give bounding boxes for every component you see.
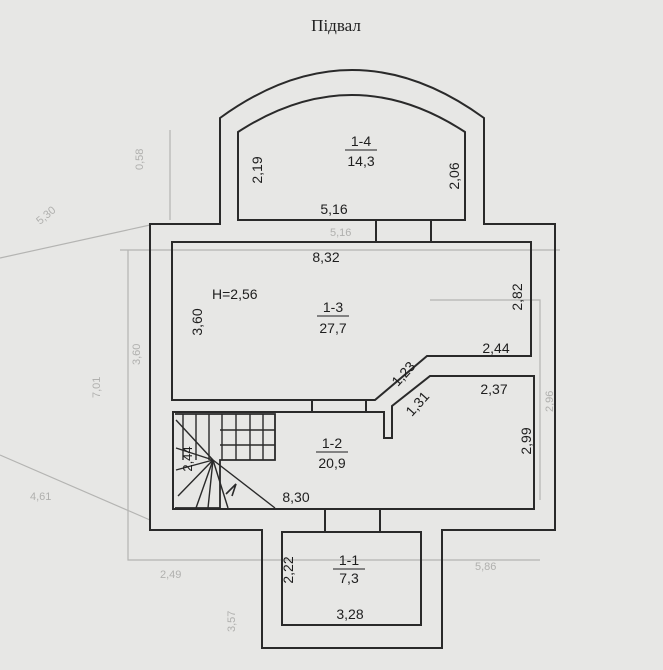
dimension-labels: 5,16 2,19 2,06 8,32 3,60 2,82 2,44 1,23 … [180,156,534,622]
ceiling-height-note: H=2,56 [212,286,258,302]
room-area-1-1: 7,3 [339,570,359,586]
room-area-1-3: 27,7 [319,320,346,336]
room-1-4-outline [237,94,466,221]
room-area-1-2: 20,9 [318,455,345,471]
dimension-label: 2,22 [280,556,296,583]
ghost-label: 5,86 [475,561,496,573]
room-1-1-outline [281,531,422,626]
dimension-label: 3,28 [336,606,363,622]
room-id-1-1: 1-1 [339,552,359,568]
room-1-3-outline [171,241,532,401]
dimension-label: 2,19 [249,156,265,183]
dimension-label: 2,82 [509,283,525,310]
staircase [175,413,276,509]
plan-title: Підвал [311,16,361,35]
ghost-label: 5,16 [330,227,351,239]
dimension-label: 8,30 [282,489,309,505]
ghost-label: 3,60 [131,344,143,365]
room-id-1-2: 1-2 [322,435,342,451]
ghost-label: 2,96 [544,391,556,412]
dimension-label: 3,60 [189,308,205,335]
outer-wall [149,69,556,649]
room-1-2-outline [172,375,535,510]
room-area-1-4: 14,3 [347,153,374,169]
room-id-1-4: 1-4 [351,133,371,149]
dimension-label: 2,44 [482,340,509,356]
ghost-label: 5,30 [34,204,58,227]
dimension-label: 5,16 [320,201,347,217]
dimension-label: 2,37 [480,381,507,397]
room-id-1-3: 1-3 [323,299,343,315]
dimension-label: 1,31 [402,388,432,419]
ghost-label: 7,01 [91,377,103,398]
ghost-label: 0,58 [134,149,146,170]
ghost-layer: 5,30 7,01 5,16 3,60 4,61 2,49 5,86 3,57 … [0,130,560,632]
dimension-label: 2,06 [446,162,462,189]
dimension-label: 2,99 [518,427,534,454]
door-openings [311,220,432,532]
dimension-label: 2,44 [180,446,195,471]
dimension-label: 8,32 [312,249,339,265]
ghost-label: 2,49 [160,569,181,581]
ghost-label: 3,57 [226,611,238,632]
room-labels: 1-4 14,3 1-3 27,7 1-2 20,9 1-1 7,3 H=2,5… [212,133,377,586]
ghost-label: 4,61 [30,491,51,503]
